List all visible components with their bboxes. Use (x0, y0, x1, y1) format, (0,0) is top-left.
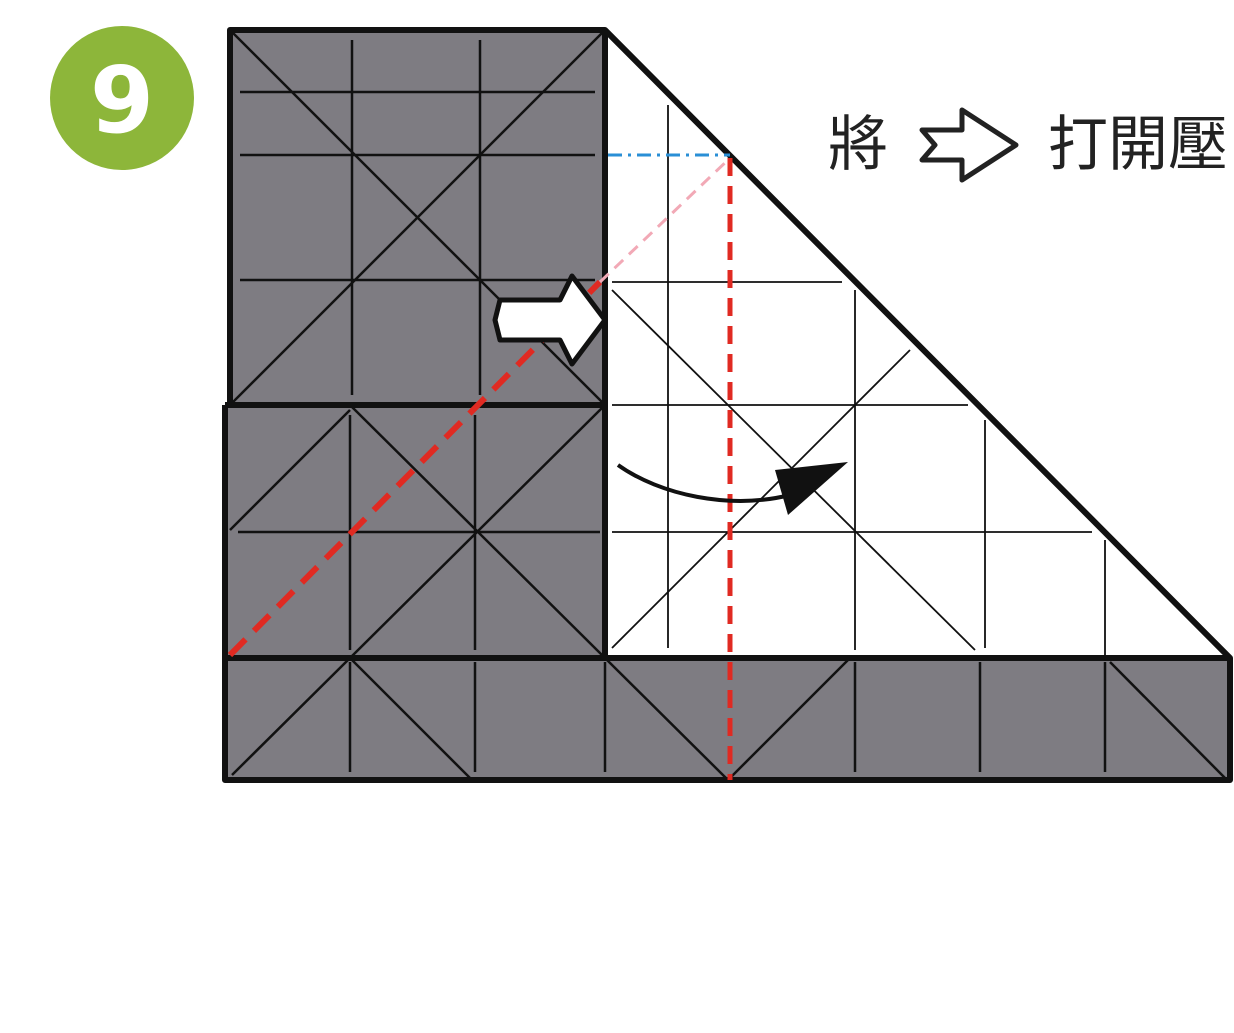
crease-lines-middle-square (229, 404, 606, 659)
step-badge: 9 (50, 26, 194, 170)
crease-lines-top-square (229, 29, 606, 406)
valley-fold-lines (227, 153, 733, 780)
crease-lines-bottom-strip (231, 657, 1226, 781)
paper-outline (222, 27, 1233, 783)
instruction-caption: 將 打開壓 (828, 107, 1228, 183)
instruction-word-before: 將 (828, 110, 888, 180)
curved-motion-arrow-icon (616, 462, 848, 515)
push-open-arrow-icon (492, 273, 608, 367)
step-number: 9 (90, 47, 154, 154)
instruction-word-after: 打開壓 (1048, 110, 1228, 180)
open-arrow-icon (919, 107, 1019, 183)
